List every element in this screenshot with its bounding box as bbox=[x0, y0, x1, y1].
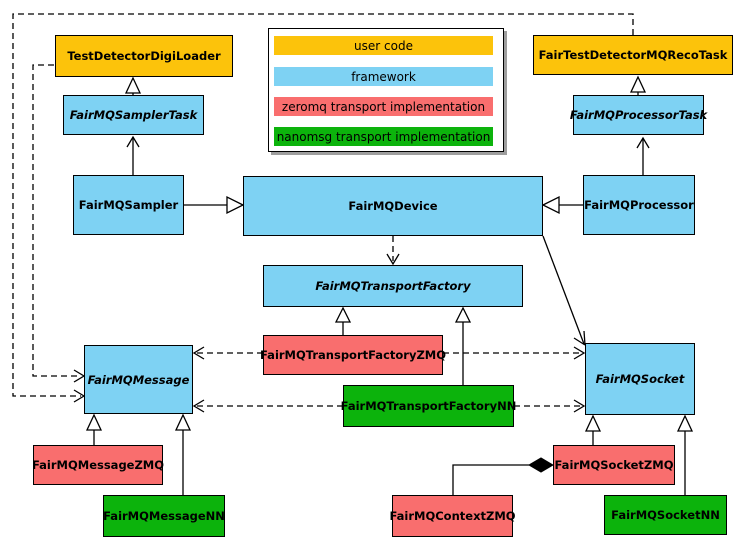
edge-factoryzmq-transportfactory-inheritance bbox=[334, 306, 352, 335]
node-fairmqsocketnn: FairMQSocketNN bbox=[604, 495, 727, 535]
node-fairtestdetectormqrecotask: FairTestDetectorMQRecoTask bbox=[533, 35, 733, 75]
node-testdetectordigiloader: TestDetectorDigiLoader bbox=[55, 35, 233, 77]
node-fairmqprocessor: FairMQProcessor bbox=[583, 175, 695, 235]
edge-samplertask-digiloader-inheritance bbox=[124, 76, 142, 95]
edge-factorynn-message-dependency bbox=[192, 399, 343, 413]
node-fairmqprocessortask: FairMQProcessorTask bbox=[570, 95, 707, 135]
edge-socketzmq-socket-inheritance bbox=[584, 414, 602, 445]
node-fairmqtransportfactory: FairMQTransportFactory bbox=[263, 265, 523, 307]
node-fairmqmessagezmq: FairMQMessageZMQ bbox=[32, 445, 164, 485]
edge-processortask-recotask-inheritance bbox=[629, 75, 647, 95]
node-fairmqsocket: FairMQSocket bbox=[585, 343, 695, 415]
edge-factorynn-socket-dependency bbox=[514, 399, 586, 413]
node-fairmqsocketzmq: FairMQSocketZMQ bbox=[553, 445, 675, 485]
node-fairmqdevice: FairMQDevice bbox=[243, 176, 543, 236]
legend-item-zeromq: zeromq transport implementation bbox=[274, 97, 493, 116]
edge-factoryzmq-socket-dependency bbox=[443, 346, 586, 360]
edge-device-socket-arrow bbox=[542, 235, 586, 346]
edge-processor-processortask-arrow bbox=[636, 136, 650, 175]
edge-contextzmq-socketzmq-composition bbox=[452, 457, 554, 495]
edge-messagenn-message-inheritance bbox=[174, 413, 192, 495]
edge-socketnn-socket-inheritance bbox=[676, 414, 694, 495]
node-fairmqmessagenn: FairMQMessageNN bbox=[103, 495, 225, 537]
edge-processor-device-inheritance bbox=[541, 195, 583, 215]
node-fairmqtransportfactorynn: FairMQTransportFactoryNN bbox=[341, 385, 516, 427]
legend-item-framework: framework bbox=[274, 67, 493, 86]
edge-device-transportfactory-dependency bbox=[386, 236, 400, 266]
node-fairmqmessage: FairMQMessage bbox=[84, 345, 193, 414]
edge-factoryzmq-message-dependency bbox=[192, 346, 263, 360]
edge-sampler-device-inheritance bbox=[184, 195, 245, 215]
legend: user code framework zeromq transport imp… bbox=[268, 28, 504, 152]
legend-item-nanomsg: nanomsg transport implementation bbox=[274, 127, 493, 146]
edge-factorynn-transportfactory-inheritance bbox=[454, 306, 472, 385]
node-fairmqsamplertask: FairMQSamplerTask bbox=[63, 95, 204, 135]
edge-sampler-samplertask-arrow bbox=[126, 135, 140, 175]
legend-item-user-code: user code bbox=[274, 36, 493, 55]
node-fairmqtransportfactoryzmq: FairMQTransportFactoryZMQ bbox=[260, 335, 446, 375]
node-fairmqsampler: FairMQSampler bbox=[73, 175, 184, 235]
node-fairmqcontextzmq: FairMQContextZMQ bbox=[389, 495, 516, 537]
edge-messagezmq-message-inheritance bbox=[85, 413, 103, 445]
